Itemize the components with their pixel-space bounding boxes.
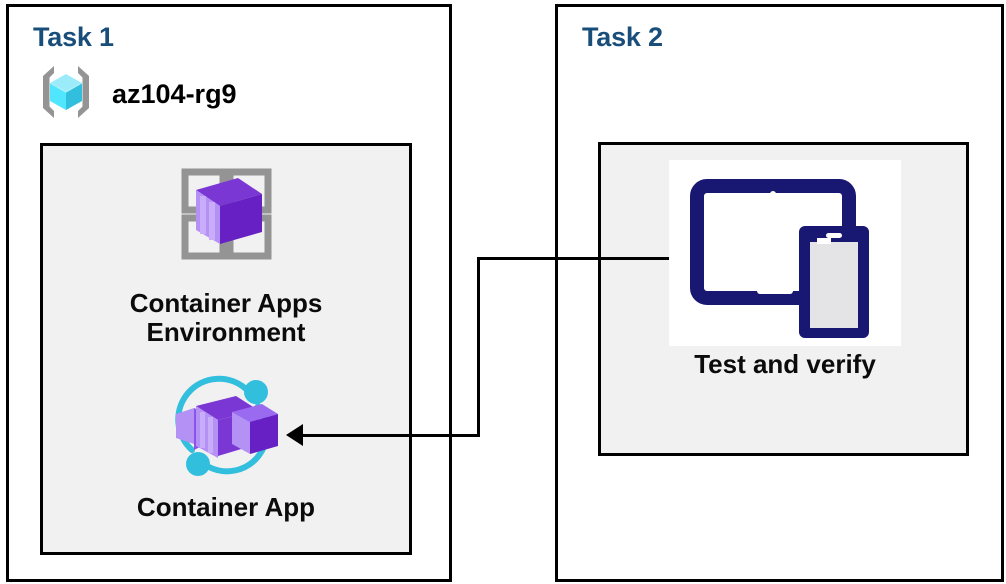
task-2-title: Task 2	[582, 22, 663, 52]
resource-group-icon	[32, 58, 100, 131]
node-container-app: Container App	[60, 372, 392, 522]
node-label-test-and-verify: Test and verify	[694, 349, 876, 379]
container-app-icon	[162, 372, 290, 489]
devices-tablet-phone-icon	[669, 160, 901, 346]
node-test-and-verify: Test and verify	[640, 160, 930, 379]
node-label-container-app: Container App	[136, 492, 316, 522]
node-container-apps-environment: Container Apps Environment	[60, 152, 392, 347]
container-apps-environment-icon	[162, 152, 290, 285]
task-1-title: Task 1	[33, 22, 114, 52]
connector-segment-vertical	[477, 257, 480, 437]
connector-segment-horizontal-top	[477, 257, 669, 260]
resource-group-row: az104-rg9	[32, 58, 237, 131]
connector-segment-horizontal-bottom	[300, 434, 480, 437]
connector-arrowhead-icon	[286, 424, 303, 446]
node-label-container-apps-environment: Container Apps Environment	[129, 288, 323, 348]
resource-group-label: az104-rg9	[112, 79, 237, 109]
